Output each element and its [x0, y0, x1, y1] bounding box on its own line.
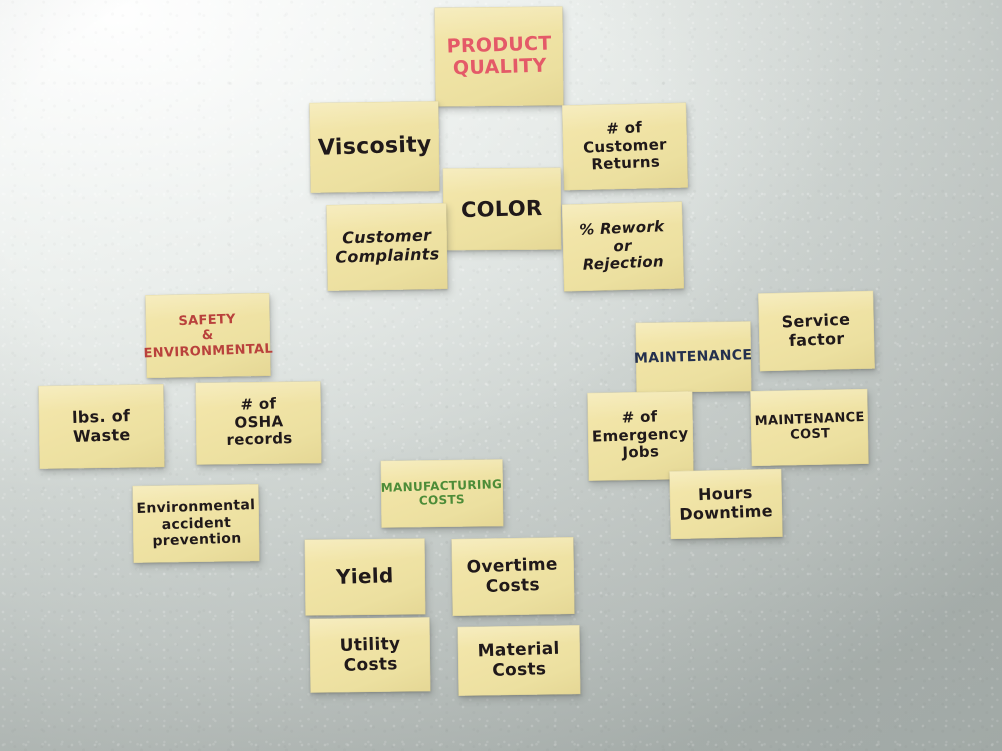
- note-text: Manufacturing Costs: [380, 477, 503, 509]
- note-text: Color: [460, 195, 543, 222]
- note-text: Environmental accident prevention: [135, 496, 256, 550]
- note-text: Hours Downtime: [679, 483, 774, 524]
- note-text: Maintenance Cost: [753, 410, 865, 444]
- note-text: Utility Costs: [339, 634, 401, 676]
- note-lbs-of-waste[interactable]: lbs. of Waste: [38, 384, 165, 469]
- note-rework-rejection[interactable]: % Rework or Rejection: [561, 201, 685, 292]
- note-customer-returns[interactable]: # of Customer Returns: [562, 102, 688, 191]
- note-maintenance[interactable]: Maintenance: [634, 321, 753, 393]
- note-text: % Rework or Rejection: [579, 217, 666, 275]
- note-text: Service factor: [781, 309, 851, 351]
- note-text: Viscosity: [317, 132, 432, 161]
- note-text: Yield: [335, 563, 395, 590]
- note-maintenance-cost[interactable]: Maintenance Cost: [750, 388, 869, 467]
- note-safety-environmental[interactable]: Safety & Environmental: [143, 292, 274, 379]
- note-text: # of Emergency Jobs: [591, 407, 689, 463]
- note-environmental-accident-prevention[interactable]: Environmental accident prevention: [132, 484, 260, 563]
- note-text: Customer Complaints: [334, 225, 440, 267]
- note-color[interactable]: Color: [442, 167, 562, 251]
- note-material-costs[interactable]: Material Costs: [457, 625, 581, 696]
- note-service-factor[interactable]: Service factor: [758, 290, 875, 372]
- note-yield[interactable]: Yield: [304, 538, 426, 616]
- note-text: Overtime Costs: [466, 554, 559, 598]
- note-text: Material Costs: [477, 639, 560, 682]
- note-text: Maintenance: [634, 346, 753, 367]
- note-customer-complaints[interactable]: Customer Complaints: [326, 203, 448, 291]
- note-hours-downtime[interactable]: Hours Downtime: [669, 468, 783, 540]
- note-osha-records[interactable]: # of OSHA records: [195, 381, 322, 465]
- note-text: Product Quality: [445, 32, 552, 80]
- note-text: # of Customer Returns: [582, 118, 668, 174]
- note-manufacturing-costs[interactable]: Manufacturing Costs: [380, 459, 504, 528]
- note-text: Safety & Environmental: [143, 311, 274, 361]
- note-utility-costs[interactable]: Utility Costs: [309, 617, 431, 693]
- note-viscosity[interactable]: Viscosity: [309, 101, 440, 193]
- note-text: # of OSHA records: [225, 394, 293, 450]
- note-product-quality[interactable]: Product Quality: [434, 6, 564, 107]
- note-text: lbs. of Waste: [71, 405, 131, 446]
- note-overtime-costs[interactable]: Overtime Costs: [451, 537, 575, 616]
- note-emergency-jobs[interactable]: # of Emergency Jobs: [587, 391, 694, 481]
